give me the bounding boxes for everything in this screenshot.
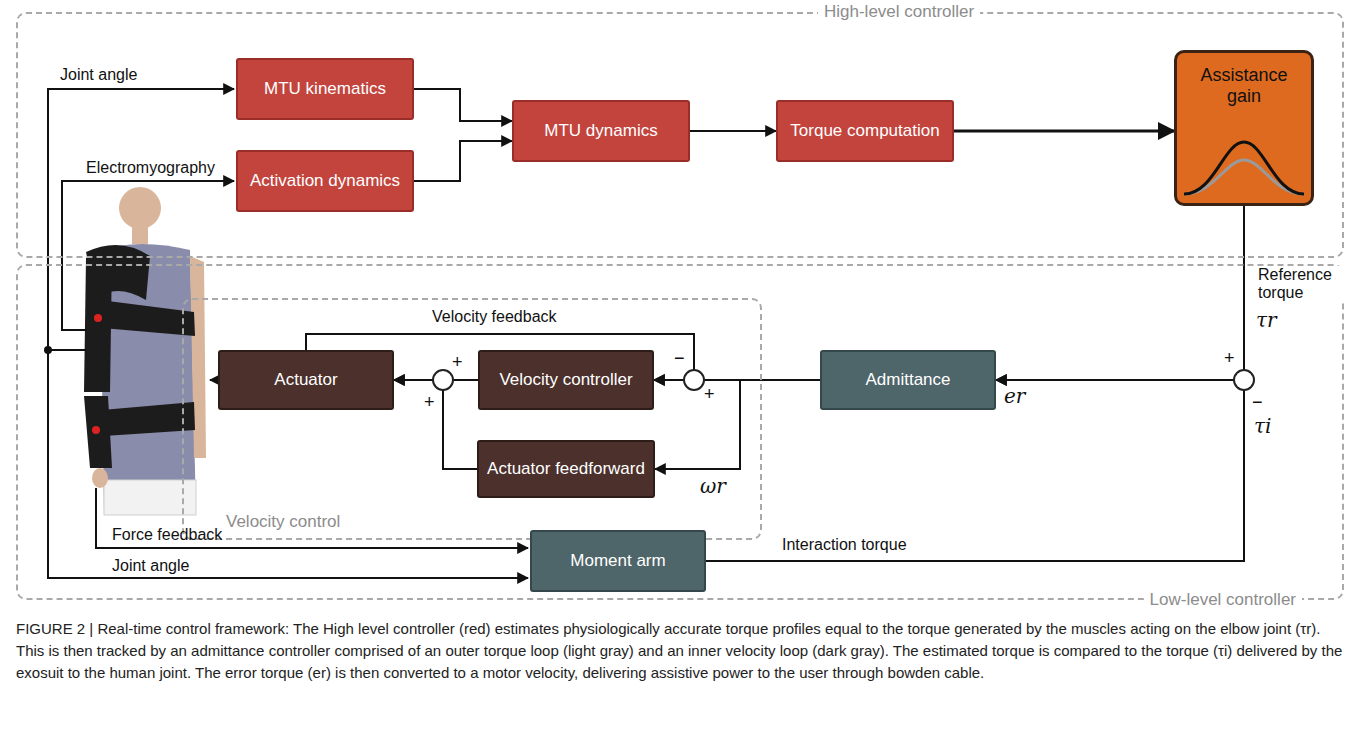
human-figure — [84, 187, 206, 515]
sign-label: + — [424, 392, 435, 413]
process-box: Actuator — [218, 350, 394, 410]
figure-caption: FIGURE 2 | Real-time control framework: … — [16, 618, 1344, 683]
gain-box: Assistance gain — [1174, 50, 1314, 206]
symbol-label: ωr — [700, 474, 726, 498]
chest-strap — [100, 300, 195, 336]
sign-label: + — [452, 352, 463, 373]
box-label: MTU kinematics — [264, 79, 386, 99]
sign-label: − — [674, 348, 685, 369]
gain-curve-low — [1184, 160, 1304, 194]
head — [119, 187, 161, 229]
process-box: Activation dynamics — [236, 150, 414, 212]
signal-label: Electromyography — [86, 159, 215, 177]
box-label: Assistance gain — [1189, 65, 1299, 106]
gain-curve-high — [1184, 142, 1304, 194]
process-box: Torque computation — [776, 100, 954, 162]
box-label: Actuator — [274, 370, 337, 390]
signal-label: Force feedback — [112, 526, 222, 544]
sign-label: − — [1252, 392, 1263, 413]
sign-label: + — [704, 384, 715, 405]
connector — [414, 89, 512, 121]
symbol-label: τr — [1256, 308, 1277, 332]
symbol-label: er — [1004, 384, 1025, 408]
process-box: Velocity controller — [478, 350, 654, 410]
group-label: Low-level controller — [1144, 590, 1302, 610]
joint-angle-line — [48, 89, 234, 350]
summing-junction — [433, 370, 453, 390]
box-label: Admittance — [865, 370, 950, 390]
process-box: Moment arm — [530, 530, 706, 592]
sign-label: + — [1224, 348, 1235, 369]
connector — [690, 130, 776, 132]
connector — [414, 141, 512, 181]
box-label: Torque computation — [790, 121, 939, 141]
shoulder-harness — [86, 245, 150, 300]
emg-line — [62, 181, 234, 330]
box-label: Activation dynamics — [250, 171, 400, 191]
connector — [394, 380, 477, 469]
symbol-label: τi — [1254, 414, 1271, 438]
group-box: High-level controllerMTU kinematicsActiv… — [16, 12, 1344, 258]
box-label: MTU dynamics — [544, 121, 657, 141]
summing-junction — [1234, 370, 1254, 390]
actuator-output-arrow — [210, 379, 218, 381]
sensor — [92, 426, 100, 434]
signal-label: Joint angle — [112, 557, 189, 575]
process-box: MTU dynamics — [512, 100, 690, 162]
sensor — [94, 314, 102, 322]
edge-label: Reference torque — [1256, 266, 1344, 302]
process-box: MTU kinematics — [236, 58, 414, 120]
box-label: Velocity controller — [499, 370, 632, 390]
signal-label: Joint angle — [60, 66, 137, 84]
joint-angle-stub — [48, 349, 86, 351]
hand — [92, 468, 108, 488]
group-label: Velocity control — [220, 512, 346, 532]
connector — [655, 380, 820, 469]
summing-junction — [684, 370, 704, 390]
process-box: Actuator feedforward — [477, 440, 655, 498]
group-label: High-level controller — [818, 2, 980, 22]
group-box: Low-level controllerVelocity controlActu… — [16, 264, 1344, 600]
edge-label: Interaction torque — [780, 536, 909, 554]
box-label: Moment arm — [570, 551, 665, 571]
gain-curve — [1184, 138, 1304, 198]
edge-label: Velocity feedback — [430, 308, 559, 326]
joint-angle-line — [48, 350, 528, 578]
group-box: Velocity control Actuator Velocity control… — [182, 298, 762, 540]
junction-dot — [44, 346, 52, 354]
connector — [996, 206, 1244, 380]
box-label: Actuator feedforward — [487, 459, 645, 479]
process-box: Admittance — [820, 350, 996, 410]
connector — [954, 130, 1174, 133]
